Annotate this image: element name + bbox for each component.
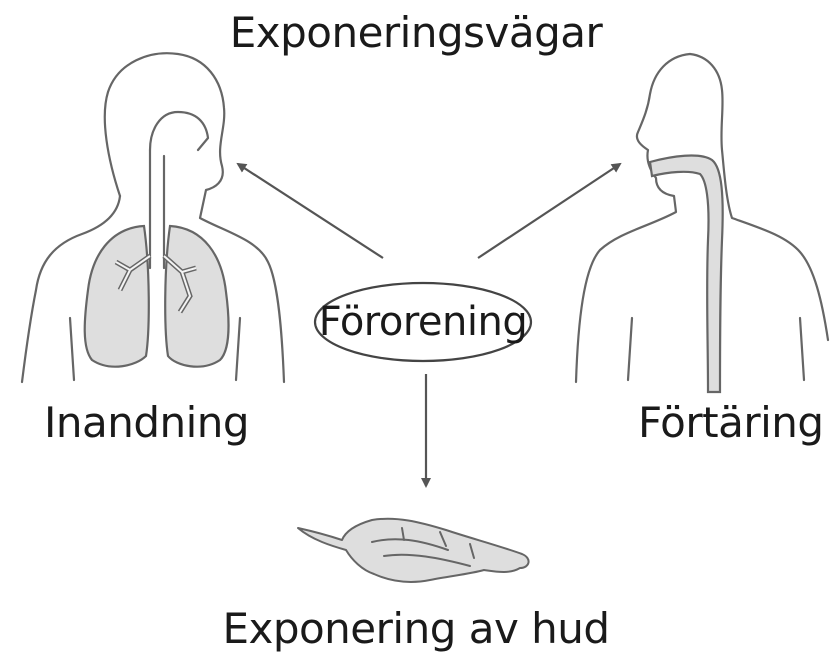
lungs-figure-icon (22, 53, 284, 382)
diagram-title: Exponeringsvägar (0, 12, 832, 54)
arrow-to-inhalation (238, 164, 383, 258)
hand-icon (298, 519, 529, 582)
route-label-inhalation: Inandning (44, 402, 249, 444)
source-label: Förorening (312, 281, 534, 363)
digestive-figure-icon (576, 54, 828, 382)
route-label-skin: Exponering av hud (0, 608, 832, 650)
lungs-icon (85, 226, 229, 367)
arrow-to-ingestion (478, 164, 620, 258)
route-label-ingestion: Förtäring (638, 402, 824, 444)
